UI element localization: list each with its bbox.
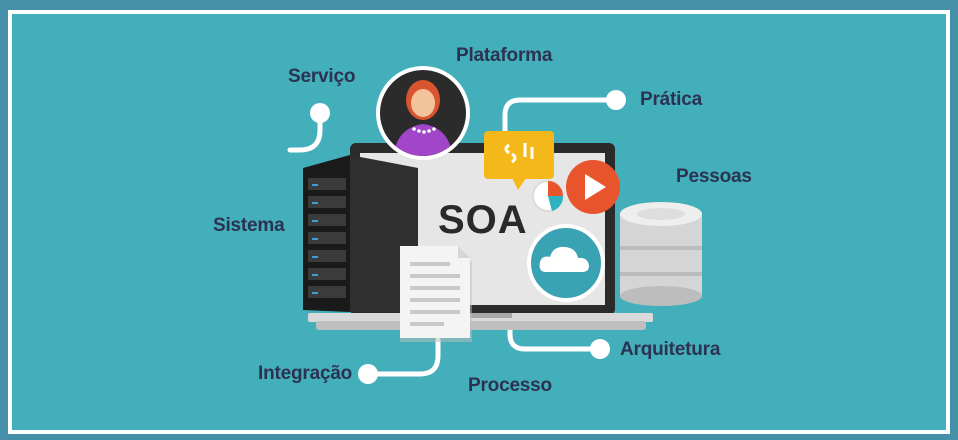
- label-integracao: Integração: [258, 363, 353, 384]
- database-icon: [620, 202, 702, 306]
- connector-pratica: [502, 97, 619, 143]
- pie-chart-icon: [532, 180, 564, 212]
- chat-bubble-icon: [484, 131, 554, 190]
- label-arquitetura: Arquitetura: [620, 339, 721, 360]
- soa-title: SOA: [438, 198, 528, 242]
- label-pessoas: Pessoas: [676, 166, 752, 187]
- dot-pratica: [606, 90, 626, 110]
- dot-integracao: [358, 364, 378, 384]
- cloud-icon: [527, 224, 605, 302]
- label-sistema: Sistema: [213, 215, 285, 236]
- connector-lines: [287, 97, 619, 377]
- label-processo: Processo: [468, 375, 552, 396]
- dot-arquitetura: [590, 339, 610, 359]
- connector-integracao: [365, 337, 441, 377]
- connector-servico: [287, 110, 323, 153]
- label-plataforma: Plataforma: [456, 45, 553, 66]
- play-icon: [566, 160, 620, 214]
- label-pratica: Prática: [640, 89, 702, 110]
- document-icon: [400, 246, 472, 342]
- connector-arquitetura: [507, 317, 603, 352]
- person-avatar-icon: [376, 66, 470, 160]
- dot-servico: [310, 103, 330, 123]
- connector-dots: [310, 90, 626, 384]
- label-servico: Serviço: [288, 66, 356, 87]
